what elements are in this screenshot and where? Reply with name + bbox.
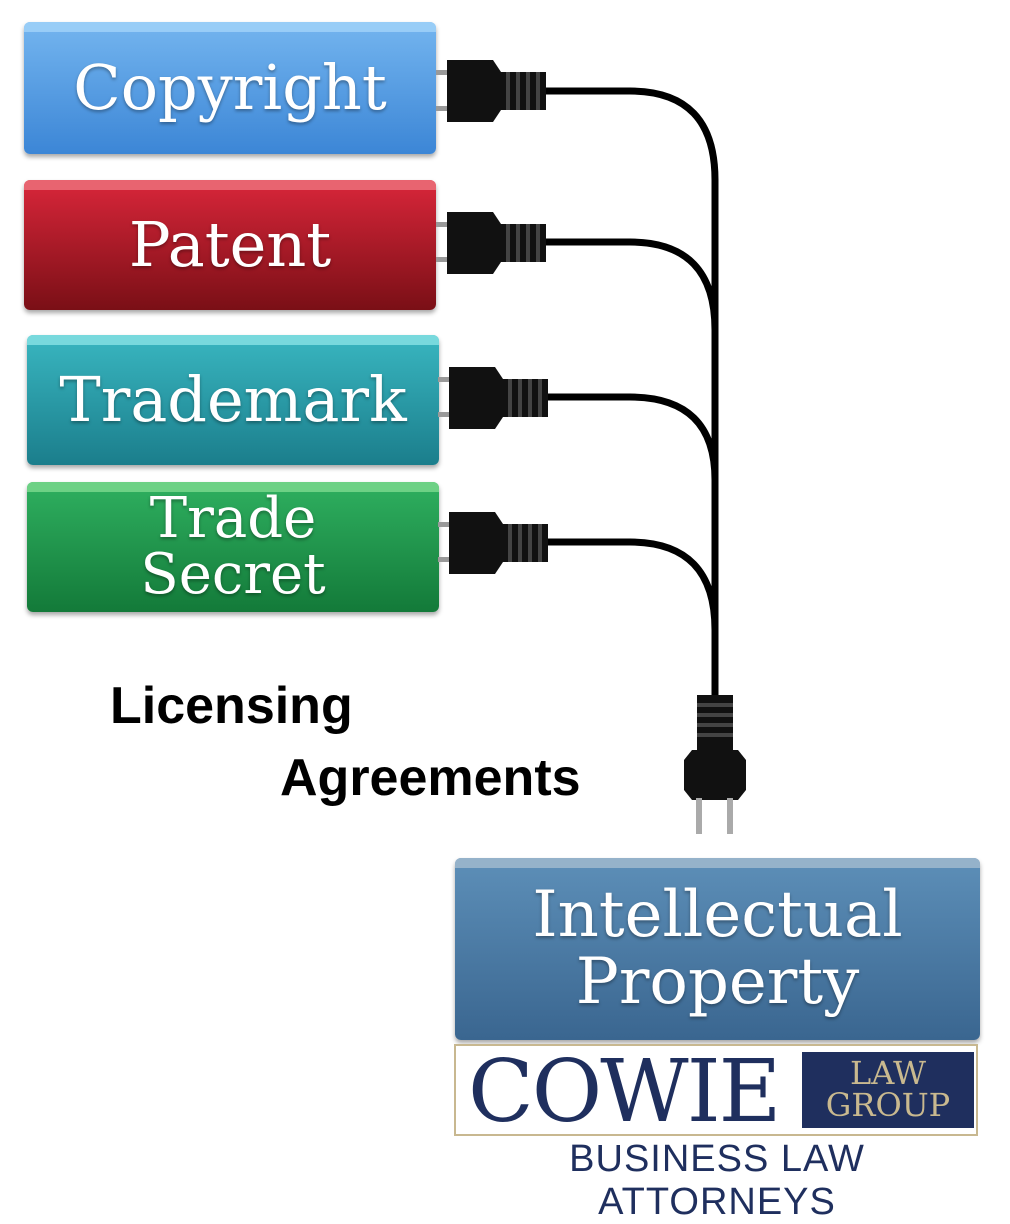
trademark-block: Trademark <box>27 335 439 465</box>
trade-secret-label-line1: Trade <box>149 486 317 551</box>
logo-law: LAW <box>850 1054 926 1092</box>
agreements-label: Agreements <box>280 749 581 807</box>
intellectual-property-block: Intellectual Property <box>455 858 980 1040</box>
copyright-label: Copyright <box>73 51 387 124</box>
plug-trade-secret-icon <box>438 512 548 574</box>
cord-trade-secret <box>541 538 719 634</box>
patent-label: Patent <box>128 208 332 281</box>
plug-copyright-icon <box>436 60 546 122</box>
cowie-law-group-logo: COWIE LAW GROUP <box>454 1042 978 1142</box>
copyright-block: Copyright <box>24 22 436 154</box>
logo-tagline: BUSINESS LAW ATTORNEYS <box>569 1138 865 1223</box>
cord-trademark <box>541 393 719 484</box>
cord-copyright <box>541 87 719 704</box>
logo-law-group-box: LAW GROUP <box>802 1052 974 1128</box>
logo-group: GROUP <box>825 1086 951 1124</box>
intellectual-property-line2: Property <box>575 945 860 1019</box>
licensing-label: Licensing <box>110 677 353 735</box>
plug-trademark-icon <box>438 367 548 429</box>
cord-patent <box>541 238 719 334</box>
logo-name: COWIE <box>468 1042 781 1142</box>
trade-secret-block: Trade Secret <box>27 482 439 612</box>
intellectual-property-line1: Intellectual <box>532 877 903 952</box>
trademark-label: Trademark <box>59 363 407 436</box>
patent-block: Patent <box>24 180 436 310</box>
trade-secret-label-line2: Secret <box>140 542 326 607</box>
main-plug-icon <box>684 695 746 834</box>
plug-patent-icon <box>436 212 546 274</box>
